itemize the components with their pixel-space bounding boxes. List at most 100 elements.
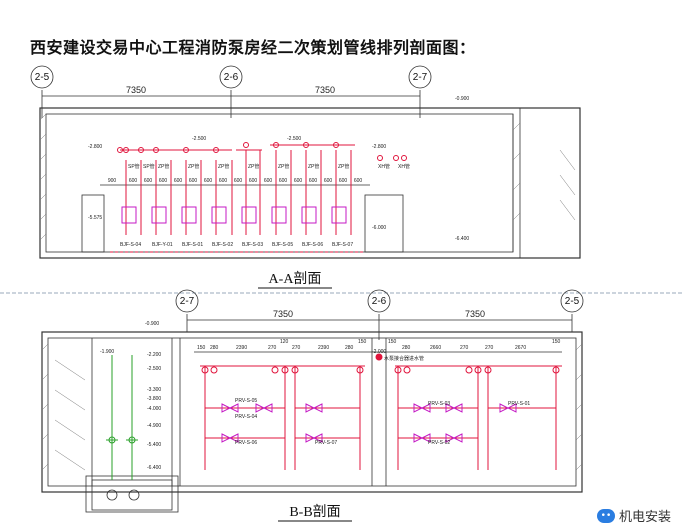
aa-valve-tag: BJF-S-03 [242, 242, 263, 248]
aa-spacing: 600 [204, 178, 213, 184]
page-title: 西安建设交易中心工程消防泵房经二次策划管线排列剖面图： [30, 38, 476, 57]
aa-spacing: 600 [249, 178, 258, 184]
bb-elevation: -4.000 [147, 406, 161, 412]
aa-pipe-label: SP管 [128, 163, 140, 170]
bb-elevation: -5.400 [147, 442, 161, 448]
section-bb [41, 289, 584, 513]
bb-valve-tag: PRV-S-02 [428, 440, 450, 446]
wechat-icon: •• [596, 508, 615, 523]
bb-valve-tag: PRV-S-04 [235, 414, 257, 420]
bb-valve-tag: PRV-S-01 [508, 401, 530, 407]
aa-spacing: 600 [144, 178, 153, 184]
aa-spacing: 600 [189, 178, 198, 184]
aa-pipe-label: ZP管 [278, 163, 289, 170]
bb-dim: 150 [552, 339, 561, 345]
aa-axis-label: 2-5 [35, 72, 50, 83]
bb-dim: 150 [358, 339, 367, 345]
bb-elevation: -2.500 [147, 366, 161, 372]
bb-pipes [200, 353, 562, 470]
aa-spacing: 600 [159, 178, 168, 184]
aa-valve-tags: BJF-S-04 BJF-Y-01 BJF-S-01 BJF-S-02 BJF-… [120, 242, 353, 248]
bb-dim: 270 [460, 345, 469, 351]
aa-valve-tag: BJF-S-07 [332, 242, 353, 248]
axis-bubble [30, 65, 54, 89]
aa-valve-tag: BJF-S-02 [212, 242, 233, 248]
aa-pipe-label: ZP管 [248, 163, 259, 170]
aa-elevation: -6.400 [455, 236, 469, 242]
aa-caption: A-A剖面 [269, 271, 322, 287]
bb-valve-tag: PRV-S-03 [428, 401, 450, 407]
bb-dim: 280 [210, 345, 219, 351]
aa-valve-tag: BJF-S-06 [302, 242, 323, 248]
axis-bubble [408, 65, 432, 89]
bb-elevation: -3.800 [147, 396, 161, 402]
bb-dims-right: 150 280 2660 270 270 2670 150 [388, 339, 561, 351]
aa-valve-tag: BJF-S-05 [272, 242, 293, 248]
aa-pipe-label: XH管 [398, 163, 410, 170]
bb-elevation: -2.000 [372, 349, 386, 355]
aa-spacing: 600 [309, 178, 318, 184]
bb-valve-tags: PRV-S-05 PRV-S-04 PRV-S-06 PRV-S-07 PRV-… [235, 398, 530, 446]
bb-valve-tag: PRV-S-05 [235, 398, 257, 404]
aa-spacing: 600 [339, 178, 348, 184]
aa-axis-label: 2-6 [224, 72, 239, 83]
bb-dim: 270 [485, 345, 494, 351]
bb-dim: 280 [345, 345, 354, 351]
bb-elevation: -3.300 [147, 387, 161, 393]
aa-spacing: 600 [129, 178, 138, 184]
aa-valve-tag: BJF-S-04 [120, 242, 141, 248]
aa-pipe-label: SP管 [143, 163, 155, 170]
bb-axis-label: 2-5 [565, 296, 580, 307]
bb-elevation: -6.400 [147, 465, 161, 471]
aa-valve-tag: BJF-S-01 [182, 242, 203, 248]
axis-bubble [219, 65, 243, 89]
bb-dim: 2390 [318, 345, 329, 351]
aa-spacing: 600 [174, 178, 183, 184]
aa-elevation: -2.800 [372, 144, 386, 150]
aa-span: 7350 [126, 85, 146, 95]
bb-elevation: -2.200 [147, 352, 161, 358]
bb-elevation: -0.900 [145, 321, 159, 327]
aa-valve-tag: BJF-Y-01 [152, 242, 173, 248]
bb-dim: 270 [268, 345, 277, 351]
aa-pipe-label: ZP管 [218, 163, 229, 170]
bb-note: 水泵接合器进水管 [384, 355, 424, 362]
bb-dim: 2660 [430, 345, 441, 351]
bb-span: 7350 [273, 309, 293, 319]
bb-dims-left: 150 280 2390 270 120 270 2390 280 150 [197, 339, 367, 351]
aa-spacing: 600 [234, 178, 243, 184]
aa-pipe-label: ZP管 [158, 163, 169, 170]
aa-spacing: 600 [294, 178, 303, 184]
bb-axis-label: 2-7 [180, 296, 195, 307]
aa-elevation: -5.575 [88, 215, 102, 221]
bb-green-equipment [106, 355, 138, 480]
aa-spacing: 900 [108, 178, 117, 184]
bb-elevation: -1.900 [100, 349, 114, 355]
bb-dim: 280 [402, 345, 411, 351]
aa-spacing-row: 900 600 600 600 600 600 600 600 600 600 … [108, 178, 363, 184]
aa-elevation: -6.000 [372, 225, 386, 231]
watermark: •• 机电安装 [596, 506, 671, 525]
aa-elevation: -2.800 [88, 144, 102, 150]
bb-caption: B-B剖面 [289, 504, 340, 520]
aa-pipe-label: ZP管 [188, 163, 199, 170]
bb-dim: 2390 [236, 345, 247, 351]
aa-axis-label: 2-7 [413, 72, 428, 83]
aa-spacing: 600 [354, 178, 363, 184]
bb-elevation: -4.900 [147, 423, 161, 429]
aa-spacing: 600 [279, 178, 288, 184]
watermark-text: 机电安装 [618, 510, 671, 525]
bb-dim: 120 [280, 339, 289, 345]
aa-elevation: -2.500 [192, 136, 206, 142]
bb-dim: 2670 [515, 345, 526, 351]
bb-valve-tag: PRV-S-06 [235, 440, 257, 446]
section-aa [30, 65, 581, 259]
bb-axis-label: 2-6 [372, 296, 387, 307]
aa-spacing: 600 [264, 178, 273, 184]
aa-pipe-label: ZP管 [308, 163, 319, 170]
aa-pipe-labels: SP管 SP管 ZP管 ZP管 ZP管 ZP管 ZP管 ZP管 ZP管 XH管 … [128, 163, 410, 170]
bb-valves [221, 403, 517, 443]
bb-pumps [106, 489, 140, 501]
aa-span: 7350 [315, 85, 335, 95]
